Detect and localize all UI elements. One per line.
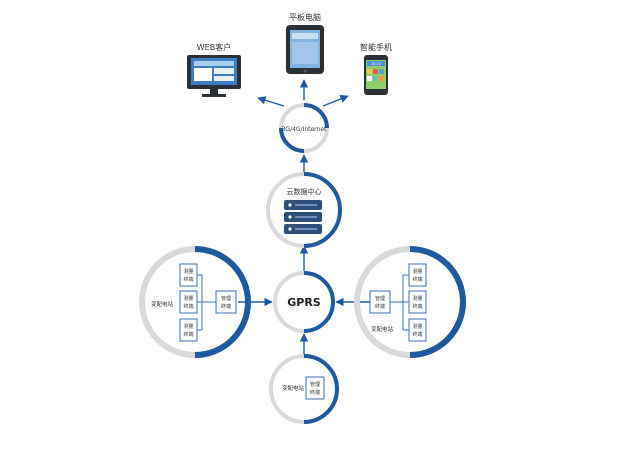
right-terminal-3-line2: 终端 [412, 331, 422, 338]
web-client: WEB客户 [187, 42, 241, 97]
tablet-client-label: 平板电脑 [289, 12, 321, 22]
right-terminal-2-line2: 终端 [412, 303, 422, 310]
left-terminal-1-line1: 测量 [183, 268, 193, 275]
network-node: 3G/4G/Internet [279, 103, 329, 153]
phone-client: 10:10 智能手机 [360, 42, 392, 95]
right-terminal-1-line2: 终端 [412, 276, 422, 283]
left-manager-line1: 管理 [221, 295, 231, 302]
station-right: 变配电站 测量 终端 测量 终端 测量 终端 管理 终端 [354, 246, 466, 358]
tablet-client: 平板电脑 [286, 12, 324, 74]
bottom-manager-line1: 管理 [310, 381, 320, 388]
station-left: 变配电站 测量 终端 测量 终端 测量 终端 管理 终端 [139, 246, 251, 358]
right-terminal-3-line1: 测量 [412, 323, 422, 330]
station-right-label: 变配电站 [371, 325, 394, 333]
arrow-network-to-web [257, 96, 285, 107]
left-manager-terminal: 管理 终端 [215, 290, 237, 314]
bottom-manager-line2: 终端 [310, 389, 320, 396]
left-manager-line2: 终端 [221, 303, 231, 310]
right-terminal-1-line1: 测量 [412, 268, 422, 275]
arrow-network-to-phone [322, 94, 349, 107]
station-left-label: 变配电站 [151, 300, 174, 308]
left-terminal-3-line2: 终端 [183, 331, 193, 338]
left-terminal-3: 测量 终端 [179, 318, 198, 342]
right-terminal-2-line1: 测量 [412, 295, 422, 302]
left-terminal-2-line2: 终端 [183, 303, 193, 310]
cloud-node: 云数据中心 [266, 172, 342, 248]
right-terminal-1: 测量 终端 [408, 263, 427, 287]
right-terminal-2: 测量 终端 [408, 290, 427, 314]
right-manager-line2: 终端 [375, 303, 385, 310]
connector-lines [238, 79, 370, 356]
left-terminal-2-line1: 测量 [183, 295, 193, 302]
phone-time: 10:10 [371, 62, 381, 66]
right-manager-line1: 管理 [375, 295, 385, 302]
server-icon [284, 200, 322, 234]
gprs-node: GPRS [273, 271, 335, 333]
bottom-manager-terminal: 管理 终端 [305, 376, 325, 400]
station-bottom-label: 变配电站 [282, 384, 305, 392]
right-terminal-3: 测量 终端 [408, 318, 427, 342]
web-client-label: WEB客户 [197, 42, 231, 52]
left-terminal-2: 测量 终端 [179, 290, 198, 314]
network-label: 3G/4G/Internet [282, 126, 327, 133]
right-manager-terminal: 管理 终端 [369, 290, 391, 314]
left-terminal-1: 测量 终端 [179, 263, 198, 287]
phone-client-label: 智能手机 [360, 42, 392, 52]
cloud-label: 云数据中心 [287, 187, 322, 196]
station-bottom: 变配电站 管理 终端 [269, 354, 339, 424]
left-terminal-3-line1: 测量 [183, 323, 193, 330]
left-terminal-1-line2: 终端 [183, 276, 193, 283]
gprs-label: GPRS [287, 296, 321, 309]
